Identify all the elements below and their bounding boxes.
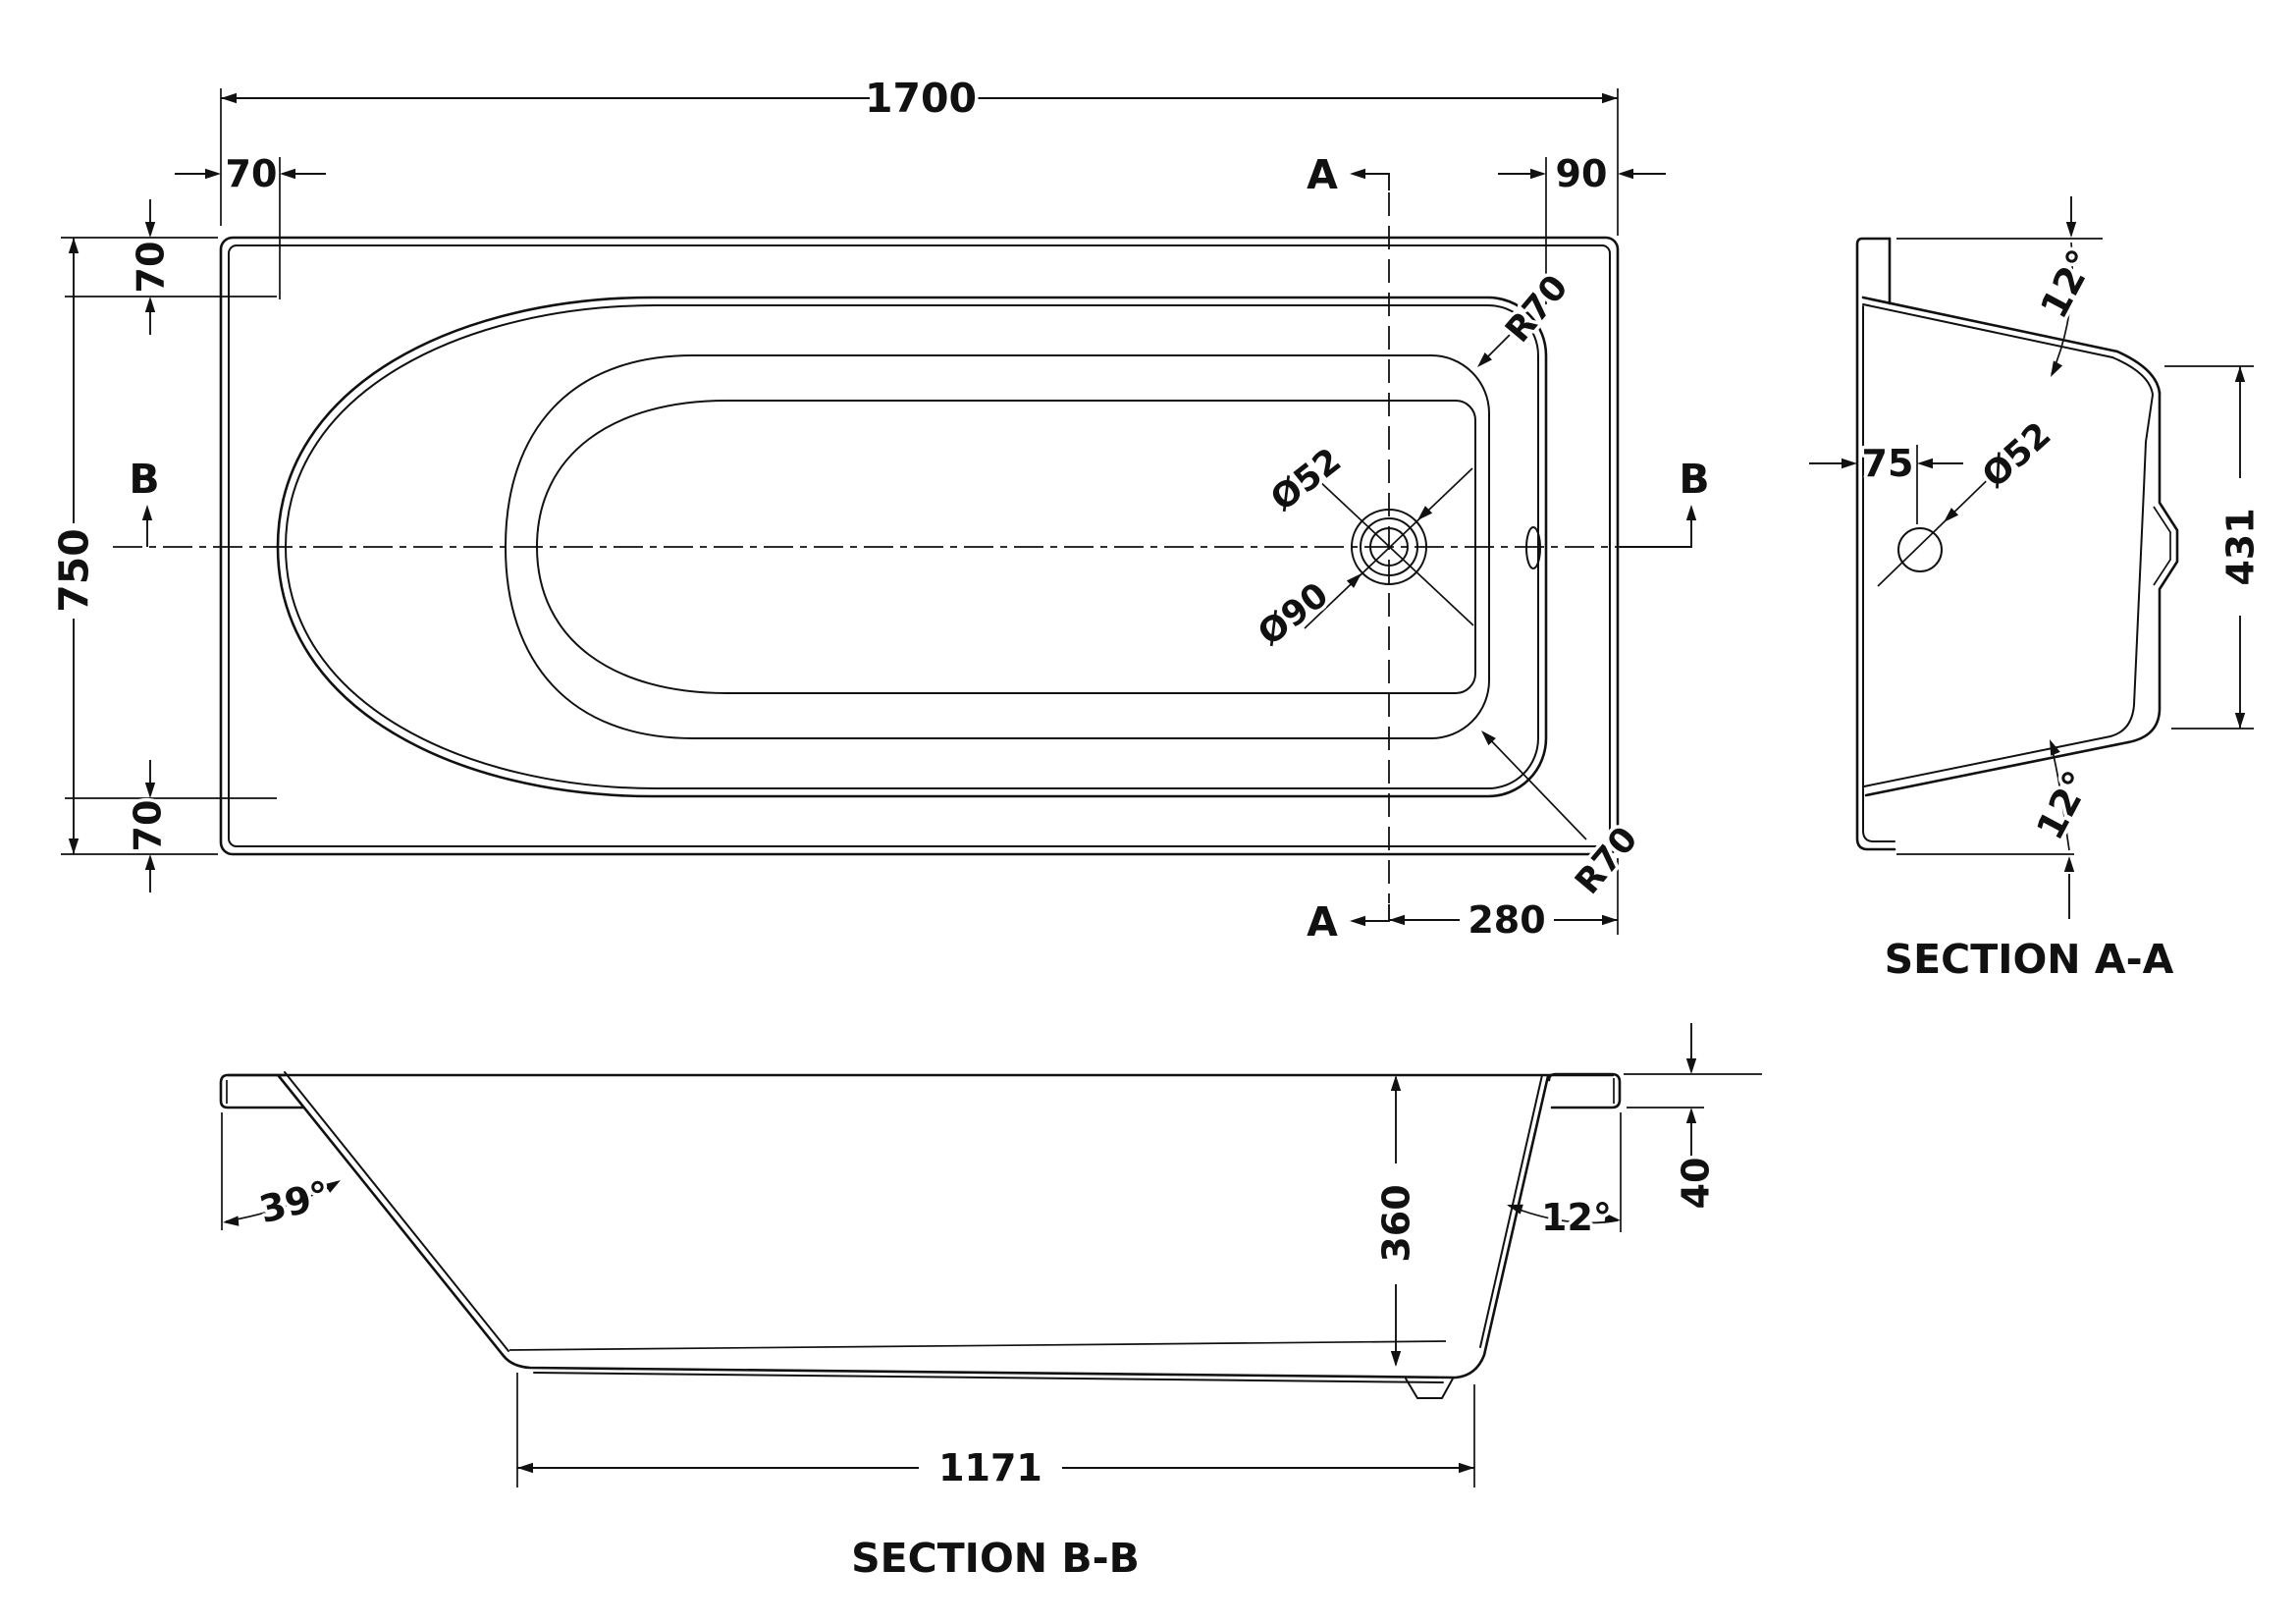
- basin-floor-outline: [505, 354, 1490, 739]
- bb-dim-40-arrow-up: [1685, 1108, 1697, 1123]
- dim-90-arrow-left: [1530, 168, 1546, 180]
- section-a-bottom-arrow: [1350, 915, 1365, 927]
- dim-overall-width: 750: [50, 528, 97, 613]
- bb-angle-head-label: 39°: [255, 1172, 334, 1231]
- section-a-marker-top-line: [1364, 173, 1390, 190]
- aa-dim-431-arrow-bottom: [2234, 713, 2246, 729]
- bb-head-slope-inner: [284, 1071, 509, 1352]
- section-aa-title: SECTION A-A: [1885, 936, 2174, 983]
- dim-750-arrow-bottom: [68, 839, 80, 854]
- bb-far-floor-edge: [508, 1340, 1447, 1351]
- dim-90-arrow-right: [1618, 168, 1633, 180]
- bb-dim-depth: 360: [1374, 1184, 1417, 1262]
- section-bb-title: SECTION B-B: [851, 1535, 1140, 1582]
- dim-70top-arrow-right: [280, 168, 295, 180]
- aa-angle-top-label: 12°: [2032, 243, 2104, 325]
- drain-leader-line-1: [1302, 464, 1474, 626]
- aa-dim-75-arrow-right: [1917, 458, 1933, 469]
- bb-outline: [277, 1074, 1550, 1380]
- section-b-right-arrow: [1685, 505, 1697, 520]
- dim-rim-right: 90: [1556, 152, 1608, 195]
- plan-view: A A B B 1700 70 90: [47, 72, 1713, 949]
- basin-floor-inner-contour: [536, 400, 1476, 694]
- bb-dim-360-arrow-bottom: [1390, 1351, 1402, 1367]
- bb-foot-wall-inner: [1479, 1074, 1543, 1348]
- bb-dim-base-length: 1171: [938, 1446, 1042, 1489]
- section-b-left-arrow: [141, 505, 153, 520]
- aa-rim-corner-inner: [2111, 356, 2154, 396]
- bb-dim-1171-arrow-left: [517, 1462, 533, 1474]
- aa-left-wall-inner: [1862, 305, 1896, 842]
- aa-dim-drain-from-wall: 75: [1862, 442, 1914, 485]
- aa-dim-75-arrow-left: [1842, 458, 1857, 469]
- bb-angle-12-arrow-left: [1505, 1200, 1523, 1215]
- aa-rim-corner-outer: [2115, 350, 2162, 395]
- dim-rim-top: 70: [129, 242, 172, 294]
- bb-left-rim-box: [219, 1073, 304, 1109]
- bb-angle-foot-label: 12°: [1541, 1196, 1612, 1239]
- aa-drain-leader: [1877, 461, 2006, 587]
- aa-left-wall-outer: [1855, 237, 1896, 851]
- r70-bottom-leader: [1483, 732, 1587, 840]
- drain-outer-dia-label: Ø90: [1252, 575, 1336, 654]
- section-a-bottom-label: A: [1307, 898, 1338, 946]
- bb-drain-boss: [1405, 1378, 1454, 1399]
- dim-rim-left: 70: [226, 152, 278, 195]
- aa-drain-hole: [1897, 527, 1943, 572]
- aa-front-wall-inner: [2109, 394, 2154, 737]
- dim-280-arrow-right: [1602, 914, 1618, 926]
- section-a-top-label: A: [1307, 151, 1338, 198]
- section-b-right-label: B: [1679, 456, 1709, 503]
- bb-dim-40-arrow-down: [1685, 1058, 1697, 1074]
- overflow-hole: [1525, 526, 1541, 569]
- aa-drain-dia-label: Ø52: [1975, 415, 2058, 496]
- dim-drain-to-end: 280: [1468, 898, 1545, 942]
- aa-backrest-slope-outer: [1861, 296, 2119, 353]
- rim-opening-inner: [285, 304, 1539, 789]
- section-aa-view: Ø52 75 12° 12° 431 SECTION A-A: [1809, 196, 2266, 987]
- bb-dim-360-arrow-top: [1390, 1075, 1402, 1091]
- aa-angle-top-arc: [2051, 242, 2074, 375]
- radius-top-corner-label: R70: [1498, 268, 1575, 351]
- aa-floor-slope-inner: [1863, 735, 2111, 787]
- dim-70lt-arrow-up: [144, 297, 156, 312]
- aa-dim-431-arrow-top: [2234, 366, 2246, 382]
- dim-70lt-arrow-down: [144, 222, 156, 238]
- aa-angle-top-arc-arrow: [2046, 360, 2063, 380]
- rim-opening-outer: [276, 296, 1548, 798]
- dim-70lb-arrow-down: [144, 783, 156, 798]
- drain-inner-dia-label: Ø52: [1264, 441, 1349, 519]
- dim-70top-arrow-left: [205, 168, 221, 180]
- aa-dim-inner-height: 431: [2218, 508, 2262, 585]
- aa-backrest-slope-inner: [1862, 303, 2113, 358]
- section-b-marker-right-line: [1620, 511, 1692, 548]
- tub-outer-edge: [219, 236, 1620, 856]
- aa-floor-slope-outer: [1864, 740, 2130, 797]
- bb-angle-39-arrow-left: [222, 1216, 240, 1228]
- dim-750-arrow-top: [68, 238, 80, 253]
- section-a-marker-bottom-line: [1364, 904, 1390, 922]
- section-a-top-arrow: [1350, 168, 1365, 180]
- aa-angle-bottom-label: 12°: [2028, 764, 2100, 846]
- dim-280-arrow-left: [1389, 914, 1405, 926]
- section-bb-view: 39° 360 12° 40 1171 SECTION B-B: [219, 1023, 1762, 1586]
- dim-rim-bottom: 70: [126, 800, 169, 852]
- aa-front-wall-outer: [2126, 391, 2179, 744]
- bb-right-rim-box: [1547, 1072, 1622, 1109]
- dim-70lb-arrow-up: [144, 854, 156, 870]
- section-b-left-label: B: [129, 456, 159, 503]
- dim-1700-arrow-right: [1602, 92, 1618, 104]
- dim-overall-length: 1700: [865, 75, 977, 122]
- tub-outer-inner-edge: [228, 244, 1611, 847]
- bb-dim-1171-arrow-right: [1459, 1462, 1474, 1474]
- bb-floor-inner: [533, 1372, 1444, 1383]
- aa-angle-top-arrow: [2065, 222, 2077, 238]
- dim-1700-arrow-left: [221, 92, 237, 104]
- aa-front-bump-inner: [2153, 506, 2171, 586]
- aa-angle-bottom-arrow: [2063, 856, 2075, 872]
- bb-dim-rim-height: 40: [1674, 1158, 1717, 1210]
